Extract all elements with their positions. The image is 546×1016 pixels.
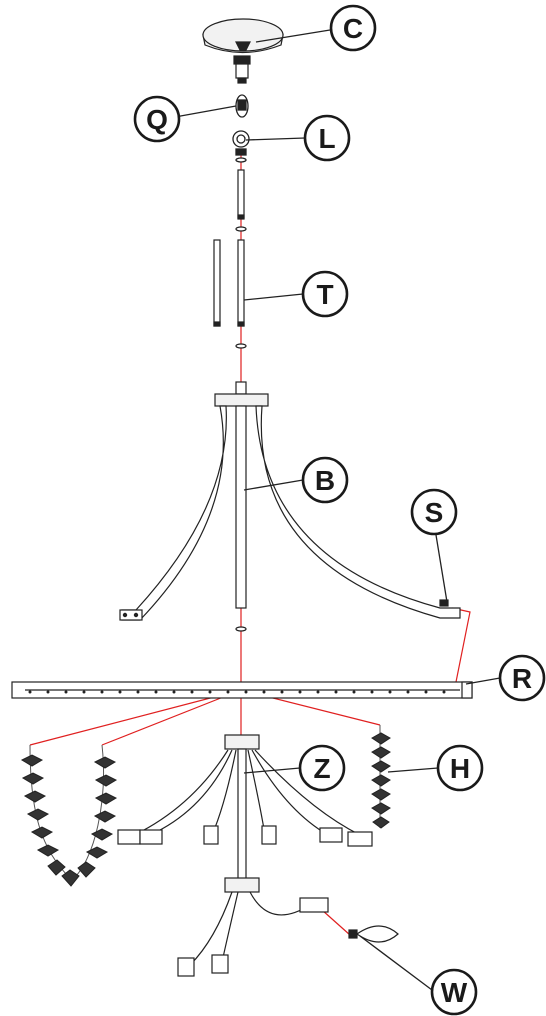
chain-link-part [235,94,249,118]
callout-r: R [498,654,546,702]
callout-label: Z [313,753,330,784]
callout-h: H [436,744,484,792]
callout-label: W [441,977,468,1008]
callout-t: T [301,270,349,318]
callout-label: Q [146,104,168,135]
crystal-strand-h-part [371,725,391,829]
crystal-strand-left [20,744,118,887]
assembly-guide-lines [29,150,471,936]
upper-arm-cluster-part [117,734,373,880]
callout-s: S [410,488,458,536]
bulb-part [348,925,399,943]
body-part [119,381,461,632]
callout-b: B [301,456,349,504]
loop-part [232,130,250,163]
callout-c: C [329,4,377,52]
stem-parts [213,169,247,349]
callout-q: Q [133,95,181,143]
callout-label: S [425,497,444,528]
canopy-part [202,18,284,84]
crystal-ring-part [11,681,473,699]
callout-label: B [315,465,335,496]
callout-label: T [316,279,333,310]
callout-z: Z [298,744,346,792]
callout-w: W [430,968,478,1016]
callout-label: R [512,663,532,694]
callout-label: C [343,13,363,44]
callout-leader-lines [174,29,501,991]
callout-label: H [450,753,470,784]
callout-label: L [318,123,335,154]
lower-arm-cluster-part [177,877,329,977]
callout-l: L [303,114,351,162]
